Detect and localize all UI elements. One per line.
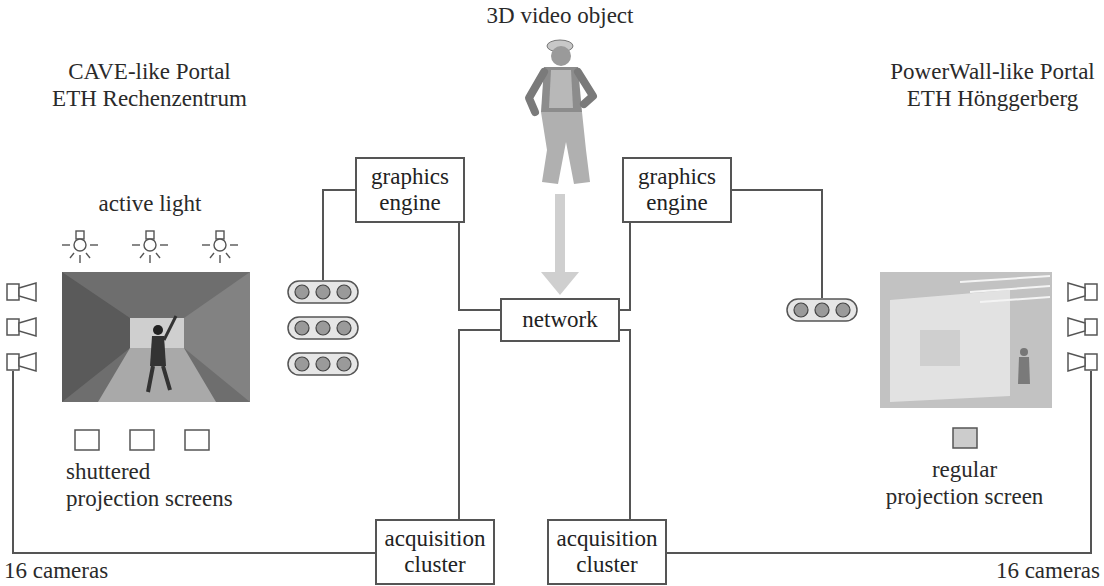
caption-label: CAVE-like Portal ETH Rechenzentrum (47, 58, 252, 112)
process-box: graphics engine (355, 157, 465, 223)
person-figure-part (578, 72, 593, 104)
person-figure (529, 40, 593, 184)
shuttered-screens-part (130, 430, 154, 450)
connector (620, 223, 630, 310)
powerwall-photo-part (1020, 348, 1028, 356)
active-lights (62, 231, 238, 263)
connector (459, 223, 500, 310)
cave-photo-part (164, 316, 176, 340)
projectors-part (288, 353, 358, 375)
shuttered-screens (75, 430, 209, 450)
cameras-part (1068, 318, 1097, 336)
projectors-part (787, 299, 857, 321)
active-lights-part (202, 231, 238, 263)
box-label: network (508, 307, 612, 333)
connector (620, 330, 630, 519)
caption-label: active light (70, 190, 230, 217)
person-figure-part (529, 72, 544, 112)
device-wires-part (732, 190, 822, 298)
powerwall-photo-part (880, 272, 1052, 408)
cameras-part (1068, 353, 1097, 371)
projectors-part (288, 317, 358, 339)
cave-photo-part (148, 366, 170, 392)
process-box: acquisition cluster (547, 519, 667, 585)
process-box: network (500, 298, 620, 342)
connector (459, 330, 500, 519)
person-figure-part (551, 46, 571, 66)
cameras-part (1068, 283, 1097, 301)
cave-photo-part (150, 336, 166, 366)
caption-label: 16 cameras (950, 557, 1100, 584)
video-arrow-part (555, 194, 565, 272)
box-label: graphics engine (630, 164, 724, 216)
powerwall-photo-part (890, 290, 1010, 402)
projectors (288, 281, 857, 375)
cameras-part (7, 318, 36, 336)
caption-label: regular projection screen (884, 456, 1045, 510)
cameras-part (7, 353, 36, 371)
active-lights-part (132, 231, 168, 263)
cave-photo (62, 272, 250, 402)
projectors-part (288, 281, 358, 303)
person-figure-part (541, 112, 590, 184)
regular-screen (953, 428, 977, 448)
cave-photo-part (153, 325, 163, 335)
powerwall-photo-part (960, 276, 1050, 282)
powerwall-photo-part (1018, 357, 1030, 384)
active-lights-part (62, 231, 98, 263)
video-arrow-part (541, 272, 579, 295)
shuttered-screens-part (75, 430, 99, 450)
powerwall-photo-part (980, 297, 1050, 302)
cameras-part (7, 283, 36, 301)
device-wires-part (323, 190, 355, 280)
caption-label: shuttered projection screens (66, 458, 241, 512)
regular-screen-part (953, 428, 977, 448)
caption-label: PowerWall-like Portal ETH Hönggerberg (885, 58, 1100, 112)
device-wires-part (13, 371, 375, 553)
cave-photo-part (62, 272, 250, 402)
device-wires-part (667, 371, 1091, 553)
process-box: graphics engine (622, 157, 732, 223)
shuttered-screens-part (185, 430, 209, 450)
powerwall-photo-part (970, 286, 1050, 292)
box-label: acquisition cluster (383, 526, 487, 578)
person-figure-part (549, 70, 573, 108)
caption-label: 16 cameras (4, 557, 154, 584)
box-label: acquisition cluster (555, 526, 659, 578)
device-wires (13, 190, 1091, 553)
powerwall-photo (880, 272, 1052, 408)
video-arrow (541, 194, 579, 295)
box-label: graphics engine (363, 164, 457, 216)
caption-label: 3D video object (460, 2, 660, 29)
cameras (7, 283, 1097, 371)
process-box: acquisition cluster (375, 519, 495, 585)
powerwall-photo-part (920, 330, 960, 366)
